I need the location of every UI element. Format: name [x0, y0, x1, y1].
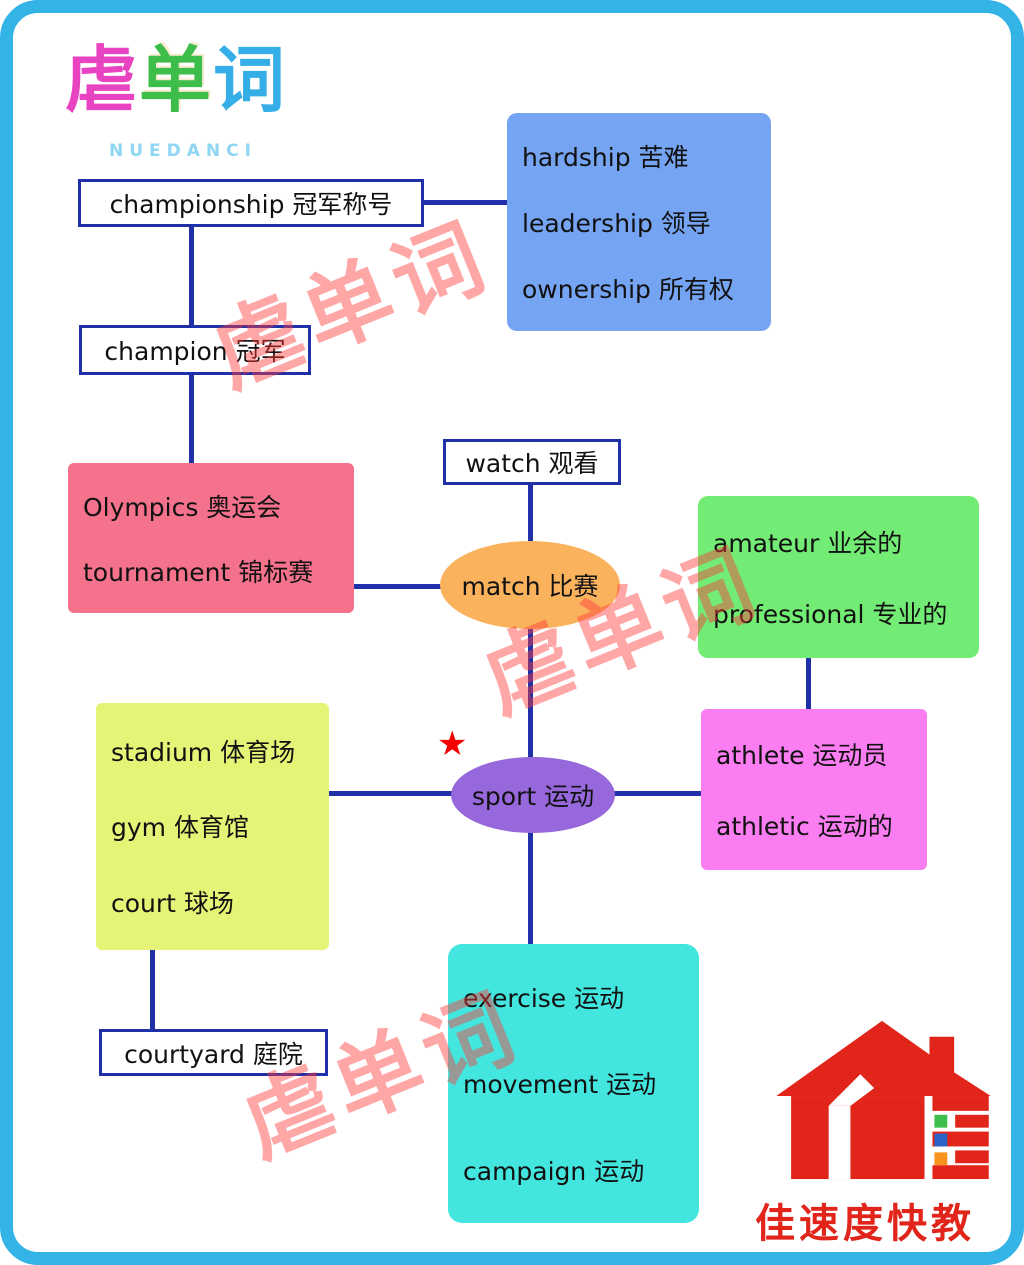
connector-sport-synonyms [528, 831, 533, 944]
node-champion: champion 冠军 [79, 325, 311, 375]
node-synonyms-group: exercise 运动 movement 运动 campaign 运动 [448, 944, 699, 1223]
node-leadership: leadership 领导 [522, 209, 711, 238]
connector-match-sport [528, 629, 533, 759]
connector-championship-shipsuffix [424, 200, 507, 205]
node-exercise: exercise 运动 [463, 984, 625, 1014]
node-olympics: Olympics 奥运会 [83, 492, 282, 522]
node-venues-group: stadium 体育场 gym 体育馆 court 球场 [96, 703, 329, 950]
node-stadium: stadium 体育场 [111, 737, 296, 767]
brand-house-icon [771, 1015, 999, 1187]
node-events-group: Olympics 奥运会 tournament 锦标赛 [68, 463, 354, 613]
node-match: match 比赛 [440, 541, 620, 629]
node-campaign: campaign 运动 [463, 1156, 645, 1186]
app-logo: 虐单词 [65, 38, 288, 122]
connector-events-match [354, 584, 442, 589]
connector-playersadj-athlete [806, 658, 811, 709]
logo-char-nue: 虐 [65, 38, 140, 122]
node-hardship: hardship 苦难 [522, 143, 689, 172]
node-athlete: athlete 运动员 [716, 741, 888, 771]
node-players-adj-group: amateur 业余的 professional 专业的 [698, 496, 979, 658]
star-icon: ★ [437, 724, 468, 764]
logo-char-ci: 词 [213, 38, 288, 122]
node-gym: gym 体育馆 [111, 813, 249, 843]
node-ship-suffix-group: hardship 苦难 leadership 领导 ownership 所有权 [507, 113, 771, 331]
node-watch: watch 观看 [443, 439, 621, 485]
node-sport: sport 运动 [451, 757, 615, 833]
connector-venues-courtyard [150, 950, 155, 1029]
node-athlete-group: athlete 运动员 athletic 运动的 [701, 709, 927, 870]
app-logo-subtitle: NUEDANCI [109, 141, 257, 161]
logo-char-dan: 单 [139, 38, 214, 122]
node-athletic: athletic 运动的 [716, 811, 893, 841]
node-ownership: ownership 所有权 [522, 275, 734, 304]
connector-championship-champion [189, 227, 194, 325]
brand-name: 佳速度快教 [755, 1201, 975, 1247]
node-tournament: tournament 锦标赛 [83, 557, 314, 587]
connector-watch-match [528, 485, 533, 543]
node-courtyard: courtyard 庭院 [99, 1029, 328, 1076]
connector-venues-sport [329, 791, 453, 796]
connector-sport-athlete [613, 791, 703, 796]
node-professional: professional 专业的 [713, 599, 948, 629]
node-movement: movement 运动 [463, 1070, 657, 1100]
node-court: court 球场 [111, 889, 234, 919]
node-amateur: amateur 业余的 [713, 528, 903, 558]
connector-champion-events [189, 375, 194, 463]
node-championship: championship 冠军称号 [78, 179, 424, 227]
